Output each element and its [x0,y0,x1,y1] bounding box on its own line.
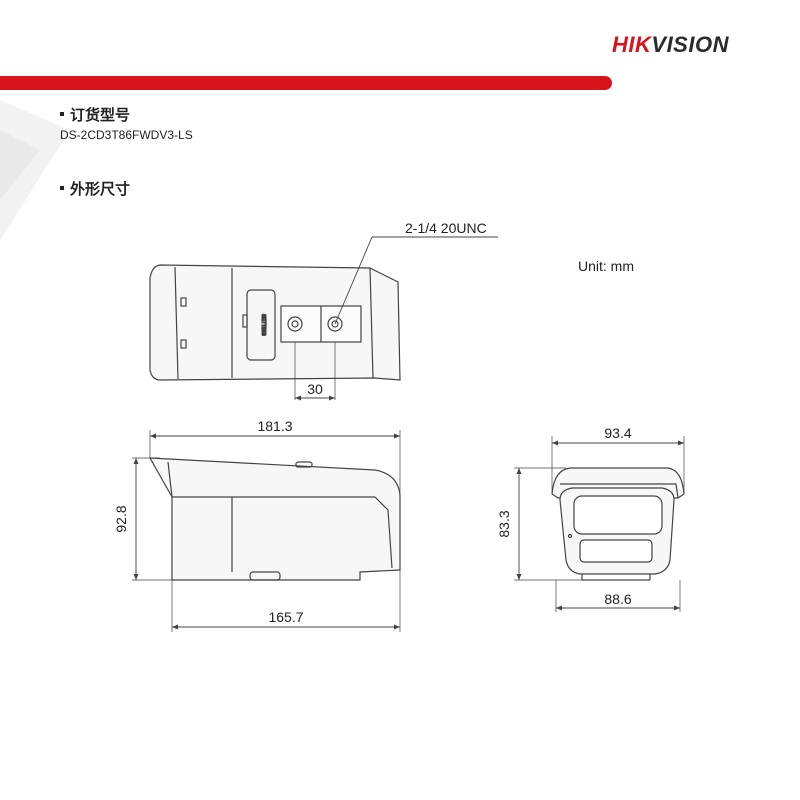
dimensions-heading: 外形尺寸 [60,178,130,199]
setting-label: SETTING [260,314,266,336]
front-view [551,467,685,581]
header-red-bar [0,76,612,90]
thread-label: 2-1/4 20UNC [405,220,487,236]
front-width-label: 93.4 [604,425,631,441]
bullet-icon [60,185,64,190]
bottom-view: SETTING [149,264,401,381]
side-base-length-label: 165.7 [268,609,303,625]
unit-label: Unit: mm [578,258,634,274]
bullet-icon [60,111,64,116]
side-view [148,457,401,581]
side-length-label: 181.3 [257,418,292,434]
model-number: DS-2CD3T86FWDV3-LS [60,128,193,142]
order-model-heading: 订货型号 [60,104,130,125]
hikvision-logo: HIKVISION [612,32,729,57]
side-height-label: 92.8 [113,505,129,532]
front-height-label: 83.3 [496,510,512,537]
bottom-spacing-label: 30 [307,381,323,397]
front-base-width-label: 88.6 [604,591,631,607]
